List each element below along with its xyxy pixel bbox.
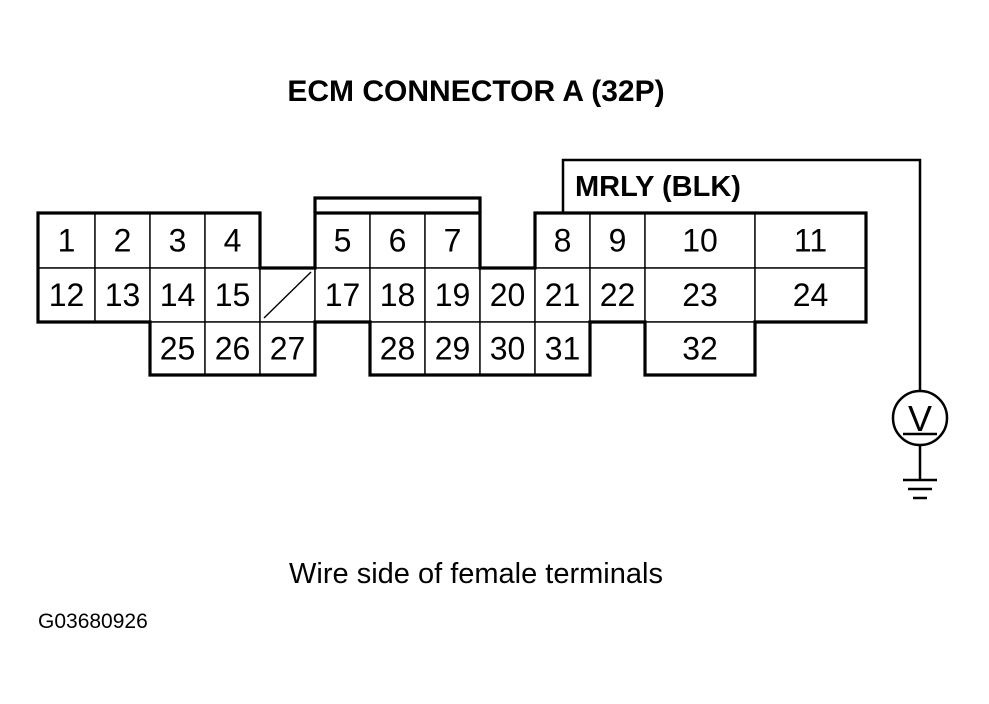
terminal-cell — [644, 212, 756, 269]
terminal-cell — [204, 321, 261, 376]
terminal-cell — [424, 267, 481, 323]
terminal-number: 30 — [490, 331, 526, 367]
terminal-cell — [479, 321, 536, 376]
ground-icon — [903, 445, 937, 500]
connector-lock-tab — [313, 196, 482, 213]
terminal-number: 2 — [114, 223, 132, 259]
terminal-number: 11 — [794, 223, 827, 259]
wire-label: MRLY (BLK) — [575, 171, 741, 203]
terminal-cell — [369, 212, 426, 269]
terminal-number: 5 — [334, 223, 352, 259]
terminal-number: 20 — [490, 277, 526, 313]
terminal-cell — [754, 267, 867, 323]
terminal-number: 26 — [215, 331, 251, 367]
terminal-number: 10 — [682, 223, 718, 259]
terminal-cell — [369, 321, 426, 376]
terminal-number: 7 — [444, 223, 462, 259]
terminal-cell — [424, 321, 481, 376]
terminal-number: 21 — [545, 277, 581, 313]
terminal-number: 25 — [160, 331, 196, 367]
terminal-number: 13 — [105, 277, 141, 313]
terminal-cell — [37, 267, 96, 323]
terminal-cell — [149, 267, 206, 323]
terminal-number: 3 — [169, 223, 187, 259]
diagram-title: ECM CONNECTOR A (32P) — [287, 75, 664, 108]
terminal-number: 23 — [682, 277, 718, 313]
terminal-number: 18 — [380, 277, 416, 313]
voltmeter-symbol: V — [908, 398, 932, 439]
terminal-number: 1 — [58, 223, 76, 259]
voltmeter-icon: V — [891, 389, 949, 447]
terminal-number: 28 — [380, 331, 416, 367]
terminal-number: 14 — [160, 277, 196, 313]
terminal-number: 27 — [270, 331, 306, 367]
terminal-number: 22 — [600, 277, 636, 313]
terminal-number: 6 — [389, 223, 407, 259]
terminal-number: 24 — [793, 277, 829, 313]
mrly-wire — [561, 158, 922, 392]
terminal-cell — [369, 267, 426, 323]
terminal-number: 4 — [224, 223, 242, 259]
terminal-number: 9 — [609, 223, 627, 259]
terminal-cell — [94, 212, 151, 269]
terminal-cell — [259, 321, 316, 376]
terminal-number: 8 — [554, 223, 572, 259]
terminal-number: 17 — [325, 277, 361, 313]
caption: Wire side of female terminals — [289, 558, 663, 590]
terminal-number: 31 — [545, 331, 581, 367]
terminal-number: 12 — [49, 277, 85, 313]
figure-code: G03680926 — [38, 610, 148, 633]
terminal-number: 29 — [435, 331, 471, 367]
terminal-number: 19 — [435, 277, 471, 313]
terminal-number: 15 — [215, 277, 251, 313]
terminal-number: 32 — [682, 331, 718, 367]
empty-cavity-slash — [263, 271, 312, 319]
